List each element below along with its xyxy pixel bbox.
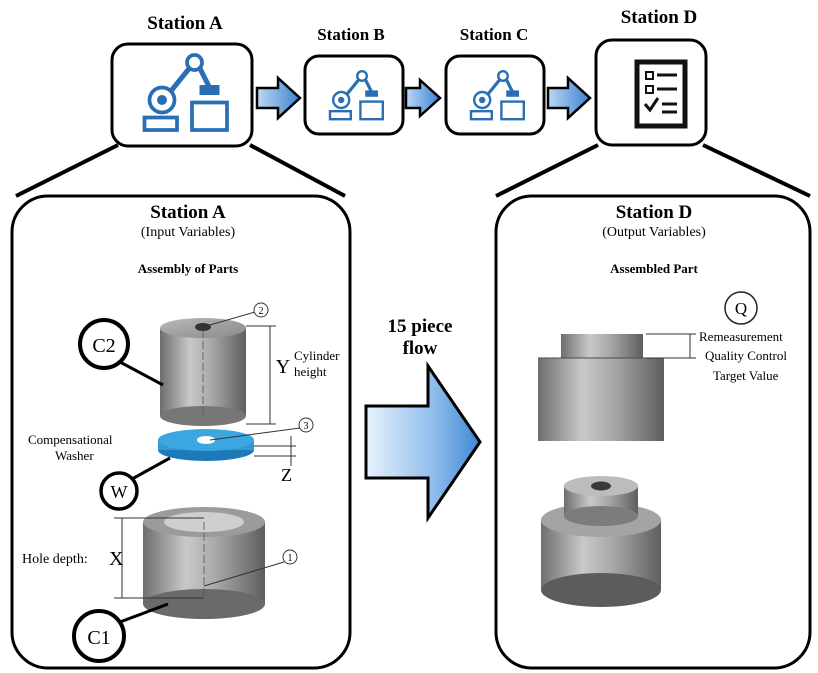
c2-pointer: [119, 360, 164, 387]
w-pointer: [131, 456, 171, 481]
connector-line: [15, 143, 119, 198]
big-flow-arrow-icon: [364, 361, 482, 523]
panel-a-heading: Assembly of Parts: [138, 261, 238, 276]
station-b-label: Station B: [317, 25, 385, 44]
station-d-label: Station D: [621, 7, 698, 28]
c2-label: C2: [92, 335, 115, 357]
remeasurement-label-1: Remeasurement: [699, 329, 783, 344]
c2-badge: [78, 318, 130, 370]
checklist-icon: [634, 59, 688, 129]
panel-a-title: Station A: [150, 202, 226, 223]
c1-pointer: [119, 602, 169, 624]
connector-line: [702, 143, 811, 198]
q-badge: [724, 291, 758, 325]
compensational-washer: [158, 429, 254, 461]
flow-label-line-1: 15 piece: [388, 316, 453, 337]
assembled-part-3d-view: [541, 476, 661, 607]
z-dimension-letter: Z: [281, 465, 292, 485]
callout-3-label: 3: [304, 421, 309, 432]
station-b-box: [303, 54, 405, 136]
station-c-box: [444, 54, 546, 136]
panel-d-title: Station D: [616, 202, 693, 223]
connector-line: [495, 143, 599, 198]
c1-badge: [72, 609, 126, 663]
panel-d-subtitle: (Output Variables): [602, 225, 706, 240]
w-badge: [99, 471, 139, 511]
q-label: Q: [735, 299, 747, 318]
station-a-box: [110, 42, 254, 148]
washer-label-2: Washer: [55, 448, 94, 463]
callout-2: [253, 302, 269, 318]
connector-line: [249, 143, 346, 198]
w-label: W: [111, 482, 128, 502]
hole-depth-label: Hole depth:: [22, 552, 88, 567]
callout-3: [298, 417, 314, 433]
x-dimension-letter: X: [109, 548, 124, 570]
station-c-label: Station C: [460, 25, 528, 44]
callout-2-label: 2: [259, 306, 264, 317]
cylinder-c2: [160, 318, 246, 426]
y-dimension-letter: Y: [276, 356, 290, 378]
washer-label-1: Compensational: [28, 432, 113, 447]
arrow-right-icon: [255, 75, 302, 121]
arrow-right-icon: [546, 75, 592, 121]
flow-label-line-2: flow: [403, 338, 438, 359]
cylinder-height-label-1: Cylinder: [294, 348, 340, 363]
callout-1: [282, 549, 298, 565]
panel-a-subtitle: (Input Variables): [141, 225, 236, 240]
c1-label: C1: [87, 627, 110, 649]
panel-d-heading: Assembled Part: [610, 261, 698, 276]
callout-1-label: 1: [288, 553, 293, 564]
cylinder-height-label-2: height: [294, 364, 327, 379]
arrow-right-icon: [404, 77, 442, 119]
assembled-part-side-view: [538, 334, 664, 441]
remeasurement-label-2: Quality Control: [705, 348, 787, 363]
station-a-label: Station A: [147, 13, 223, 34]
remeasurement-label-3: Target Value: [713, 368, 779, 383]
cylinder-c1: [143, 507, 265, 619]
